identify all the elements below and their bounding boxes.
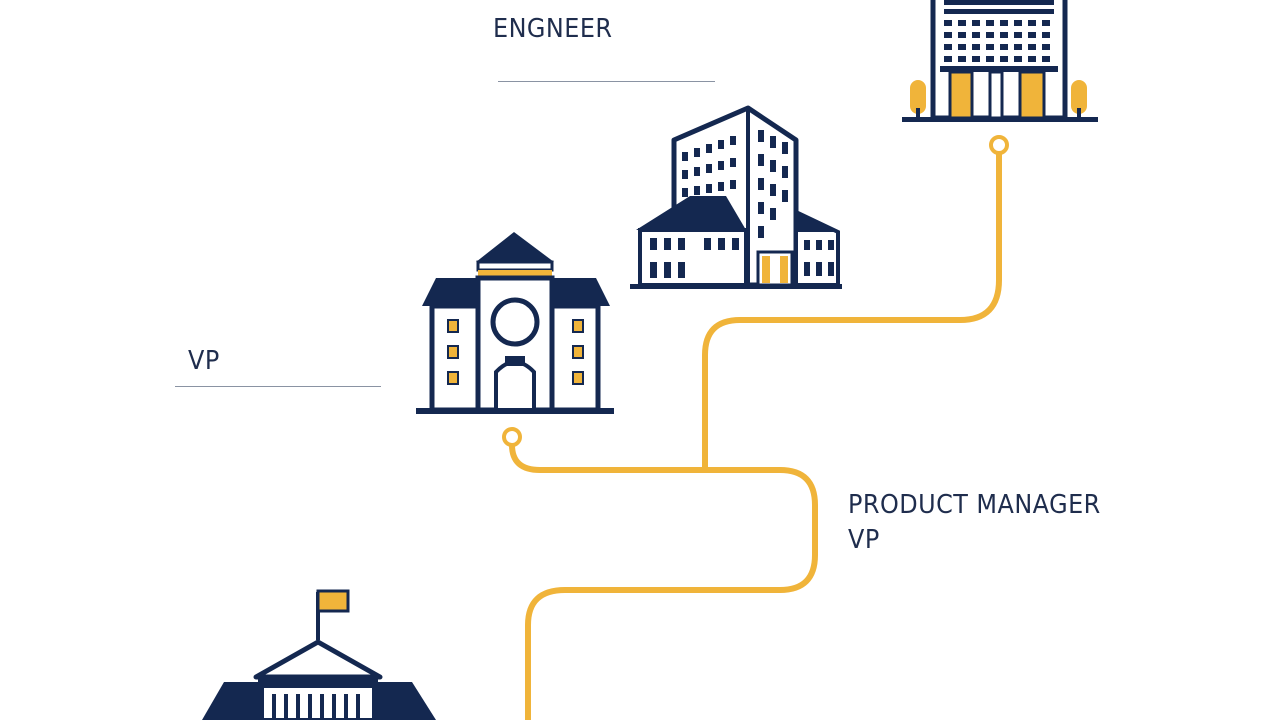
vp-label-right: VP bbox=[848, 525, 880, 556]
government-building-icon bbox=[202, 589, 436, 720]
product-manager-label: PRODUCT MANAGER bbox=[848, 490, 1101, 520]
office-complex-icon bbox=[630, 105, 842, 289]
town-hall-icon bbox=[416, 232, 614, 414]
career-path-line bbox=[509, 147, 1002, 720]
vp-underline bbox=[175, 386, 381, 387]
path-node-skyscraper bbox=[989, 135, 1009, 155]
path-node-townhall bbox=[502, 427, 522, 447]
engineer-label: ENGNEER bbox=[493, 14, 613, 44]
vp-label-left: VP bbox=[188, 346, 220, 376]
skyscraper-icon bbox=[902, 0, 1098, 122]
product-manager-label-group: PRODUCT MANAGER VP bbox=[848, 488, 1101, 558]
engineer-underline bbox=[498, 81, 715, 82]
